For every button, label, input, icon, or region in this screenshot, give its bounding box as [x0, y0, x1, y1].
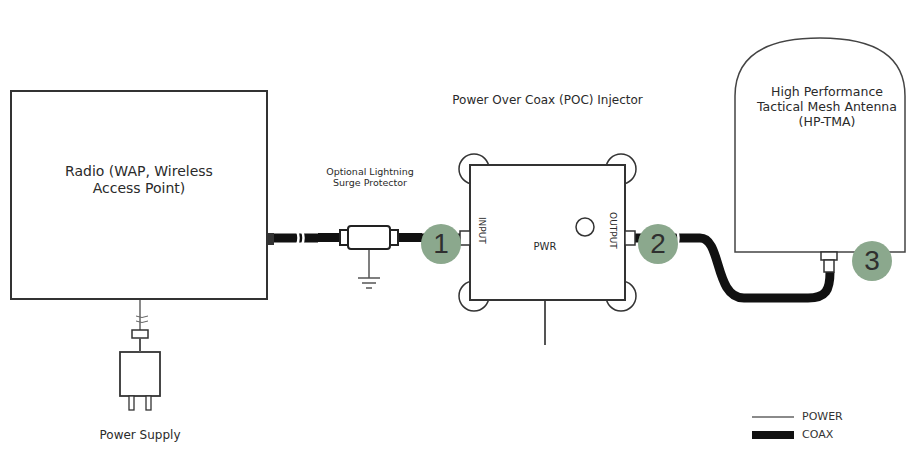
node-outline [733, 36, 907, 272]
ground-symbol [362, 282, 376, 284]
surge-protector: Optional Lightning Surge Protector [318, 166, 422, 252]
port-label: INPUT [477, 210, 488, 250]
antenna-connector [824, 260, 834, 272]
ground-symbol [366, 287, 372, 289]
legend-text: COAX [802, 428, 833, 442]
injector-housing [470, 165, 625, 300]
output-port [625, 231, 635, 245]
power-cable [139, 300, 141, 330]
jack [268, 233, 274, 245]
callout-number: 3 [852, 241, 892, 281]
power-supply: Power Supply [85, 330, 195, 454]
radio-box: Radio (WAP, Wireless Access Point) [10, 90, 268, 300]
cable-break [136, 316, 148, 323]
antenna-mount [821, 252, 837, 260]
legend-line [752, 416, 794, 418]
indicator [576, 218, 594, 236]
protector-end [390, 230, 398, 245]
antenna-radome [735, 38, 905, 252]
plug-prong [146, 396, 151, 410]
callout-number: 1 [421, 224, 461, 264]
legend-row: POWER [752, 410, 843, 424]
part-label: High Performance Tactical Mesh Antenna (… [755, 84, 899, 129]
port-label: PWR [525, 241, 565, 253]
plug-lead [139, 338, 141, 352]
legend-row: COAX [752, 428, 833, 442]
antenna: High Performance Tactical Mesh Antenna (… [733, 36, 907, 272]
plug-prong [129, 396, 134, 410]
part-label: Power Over Coax (POC) Injector [450, 93, 645, 107]
legend-text: POWER [802, 410, 843, 424]
power-lead [544, 300, 546, 345]
callout-number: 2 [638, 224, 678, 264]
plug-cap [132, 330, 148, 338]
box-label: Radio (WAP, Wireless Access Point) [52, 163, 226, 198]
input-port [460, 231, 470, 245]
port-label: OUTPUT [608, 210, 619, 250]
part-label: Optional Lightning Surge Protector [318, 166, 422, 189]
node-outline [470, 165, 625, 300]
protector-body [348, 226, 390, 249]
legend-bar [752, 431, 794, 439]
plug-body [120, 352, 160, 396]
poc-injector: Power Over Coax (POC) InjectorINPUTOUTPU… [470, 165, 625, 300]
ground-wire [368, 250, 370, 278]
part-label: Power Supply [85, 428, 195, 442]
protector-end [340, 230, 348, 245]
coax-cable [268, 234, 318, 243]
ground-symbol [358, 277, 380, 279]
